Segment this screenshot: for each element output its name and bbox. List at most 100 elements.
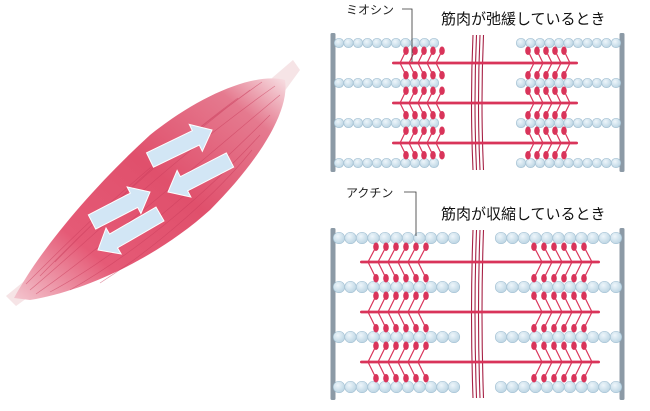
actin-bead (534, 117, 546, 129)
myosin-head (525, 71, 531, 80)
myosin-head (421, 151, 427, 160)
myosin-head (534, 71, 540, 80)
actin-bead (575, 330, 588, 344)
actin-bead (343, 77, 354, 89)
actin-bead (598, 280, 611, 294)
actin-bead (362, 37, 373, 49)
actin-bead (424, 280, 438, 294)
actin-bead (552, 380, 565, 394)
actin-bead (401, 380, 415, 394)
muscle-belly (14, 78, 286, 301)
myosin-head (373, 242, 379, 251)
myosin-head (423, 242, 429, 251)
myosin-head (412, 151, 418, 160)
myosin-head (413, 274, 419, 283)
actin-bead (575, 380, 588, 394)
myosin-head (543, 151, 549, 160)
actin-bead (352, 117, 364, 129)
myosin-head (552, 46, 558, 55)
actin-bead (344, 231, 357, 245)
myosin-head (403, 151, 409, 160)
actin-bead (367, 380, 380, 394)
myosin-head (403, 242, 409, 251)
actin-bead (529, 231, 542, 245)
actin-bead (598, 380, 611, 394)
myosin-head (383, 374, 389, 383)
actin-bead (355, 231, 369, 245)
myosin-head (430, 71, 436, 80)
myosin-head (552, 111, 558, 120)
actin-label: アクチン (346, 186, 394, 200)
actin-bead (419, 157, 430, 169)
actin-bead (332, 330, 346, 344)
actin-bead (506, 380, 519, 394)
myosin-head (571, 291, 577, 300)
myosin-head (541, 291, 547, 300)
actin-bead (424, 330, 438, 344)
actin-bead (344, 330, 357, 344)
actin-bead (409, 117, 421, 129)
actin-bead (586, 231, 600, 245)
myosin-filament (392, 141, 578, 145)
actin-bead (610, 77, 622, 89)
arrow-shape (97, 206, 165, 255)
actin-bead (575, 280, 588, 294)
myosin-head (413, 242, 419, 251)
actin-bead (598, 330, 611, 344)
myosin-head (531, 274, 537, 283)
z-line-right (619, 228, 625, 400)
actin-bead (515, 77, 527, 89)
arrow-shape (167, 152, 235, 198)
actin-bead (540, 380, 554, 394)
actin-bead (553, 117, 565, 129)
myosin-head (561, 126, 567, 135)
arrow-icon (145, 123, 213, 168)
actin-bead (529, 330, 542, 344)
myosin-head (403, 71, 409, 80)
myosin-head (412, 111, 418, 120)
actin-bead (428, 37, 440, 49)
myosin-head (551, 374, 557, 383)
actin-bead (563, 37, 574, 49)
myosin-head (551, 341, 557, 350)
myosin-head (581, 274, 587, 283)
myosin-head (551, 242, 557, 251)
actin-bead (409, 77, 421, 89)
actin-bead (343, 37, 354, 49)
myosin-head (561, 151, 567, 160)
myosin-head (383, 274, 389, 283)
myosin-head (552, 71, 558, 80)
actin-bead (352, 37, 364, 49)
actin-bead (582, 157, 593, 169)
actin-bead (428, 157, 440, 169)
actin-bead (506, 280, 519, 294)
actin-bead (525, 37, 536, 49)
actin-bead (355, 330, 369, 344)
myosin-head (552, 126, 558, 135)
arrow-icon (97, 206, 165, 255)
actin-bead (333, 37, 345, 49)
actin-bead (494, 231, 508, 245)
actin-bead (609, 380, 623, 394)
myosin-head (393, 374, 399, 383)
actin-bead (381, 77, 392, 89)
actin-bead (572, 37, 584, 49)
myosin-head (421, 46, 427, 55)
actin-bead (419, 117, 430, 129)
actin-bead (332, 280, 346, 294)
actin-bead (424, 231, 438, 245)
actin-bead (601, 77, 612, 89)
myosin-head (525, 151, 531, 160)
myosin-head (412, 86, 418, 95)
actin-bead (333, 117, 345, 129)
actin-bead (436, 380, 449, 394)
actin-bead (553, 157, 565, 169)
actin-bead (544, 77, 555, 89)
myosin-filament (360, 360, 600, 364)
actin-bead (401, 231, 415, 245)
myosin-head (413, 341, 419, 350)
actin-bead (494, 330, 508, 344)
arrow-shape (87, 186, 151, 230)
actin-bead (563, 77, 574, 89)
myosin-head (439, 151, 445, 160)
